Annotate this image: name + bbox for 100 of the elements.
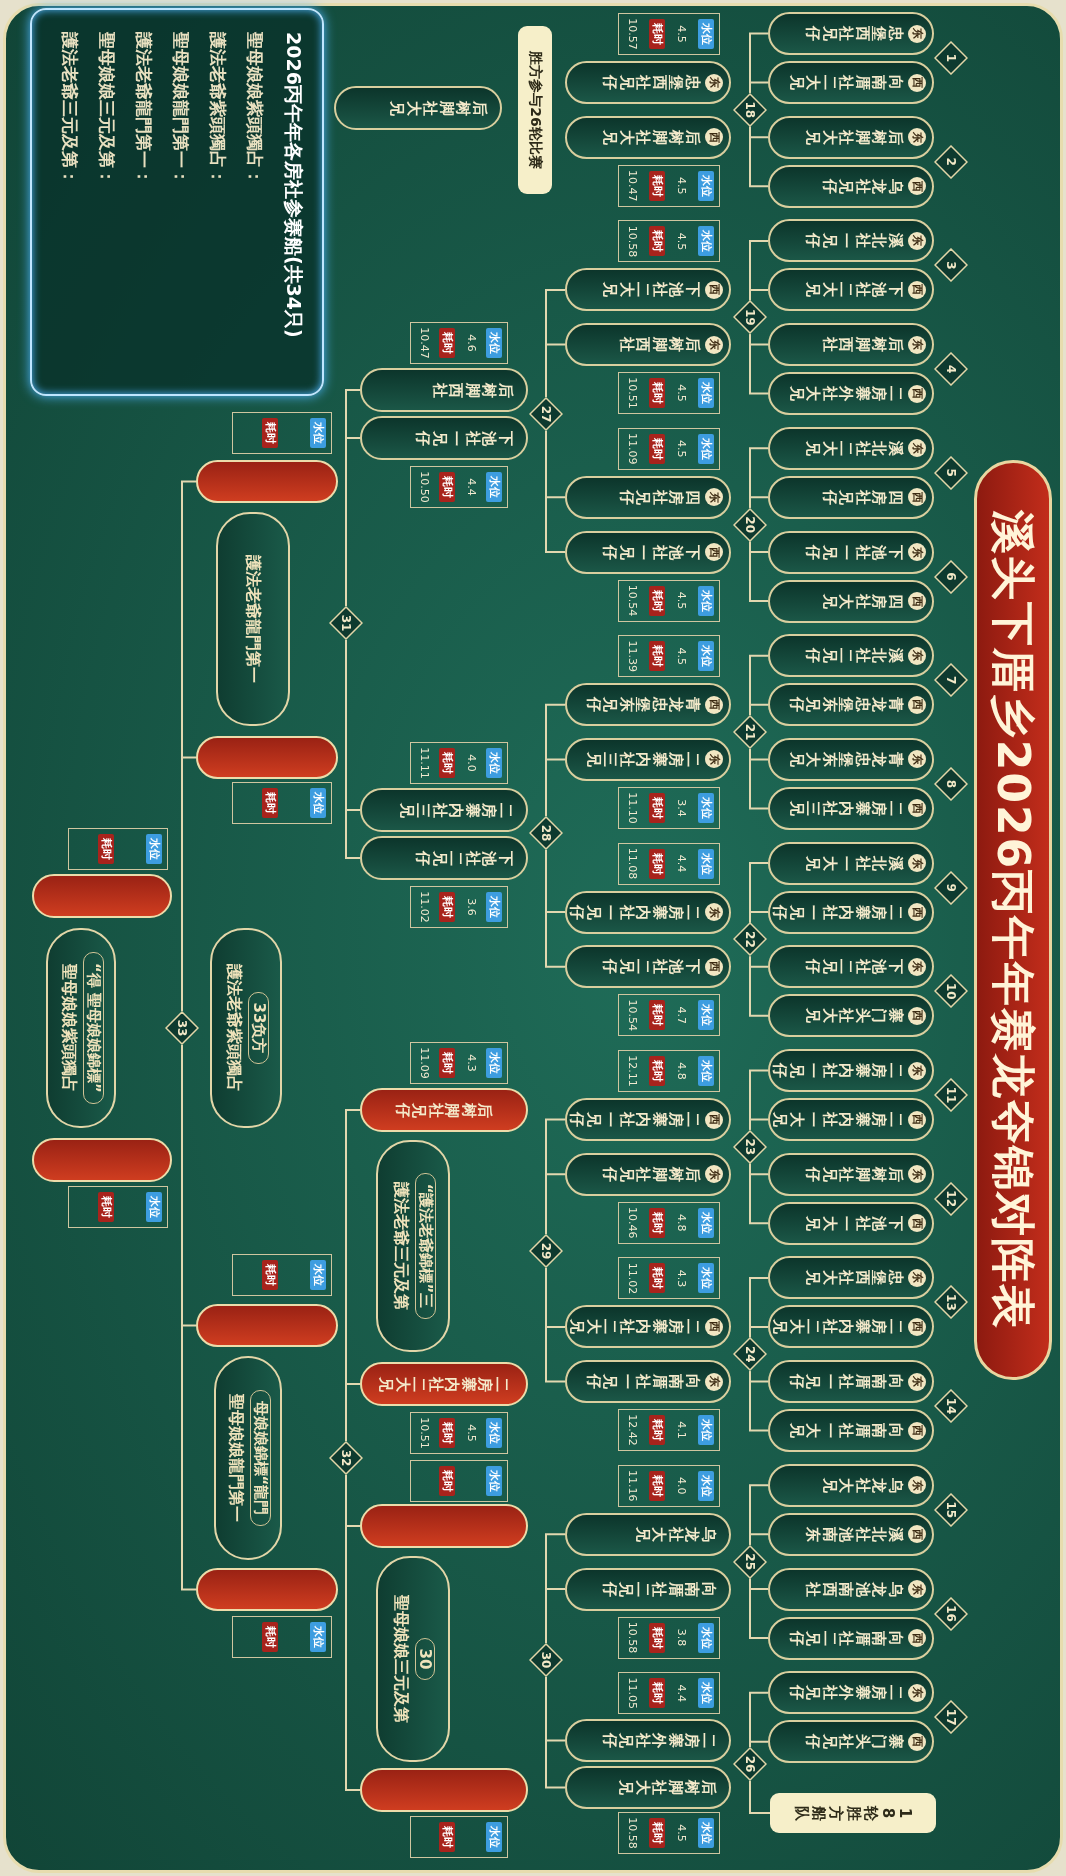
water-level-value: 4.5 (674, 25, 690, 43)
team-box (565, 323, 731, 367)
team-box (565, 890, 731, 934)
team-name: 二房寨内社三兄 (788, 800, 904, 816)
team-name: 二房寨内社二大兄 (569, 1319, 701, 1335)
trophy-placard (376, 1556, 450, 1762)
team-box (768, 1512, 934, 1556)
match-number-diamond (934, 352, 968, 387)
side-badge: 东 (705, 1165, 723, 1184)
placard-text: “護法老爺錦標”三 (415, 1172, 436, 1320)
match-number-diamond (934, 870, 968, 905)
team-box (565, 945, 731, 989)
time-value: 11.05 (625, 1677, 641, 1709)
stats-table (618, 1050, 720, 1092)
time-value: 11.39 (625, 640, 641, 672)
time-value: 10.47 (625, 169, 641, 202)
placard-text: 33负方 (248, 991, 269, 1065)
time-label: 耗时 (262, 1260, 278, 1290)
team-box (768, 579, 934, 623)
team-box (565, 268, 731, 312)
match-number: 1 (943, 52, 959, 65)
side-badge: 西 (908, 799, 926, 818)
team-name: 后树脚社大兄 (602, 129, 701, 145)
stats-table (410, 1412, 508, 1454)
side-badge: 西 (908, 384, 926, 403)
match-number: 16 (943, 1604, 959, 1624)
water-level-label: 水位 (146, 1192, 162, 1222)
match-number: 4 (943, 363, 959, 376)
time-value: 11.09 (416, 1047, 432, 1079)
stats-table (618, 1616, 720, 1659)
match-number-diamond (934, 766, 968, 801)
bracket-line (545, 1676, 566, 1789)
match-number: 3 (943, 260, 959, 272)
team-name: 青龙忠堡东兄仔 (788, 697, 904, 713)
bracket-line (749, 748, 769, 810)
placard-text: 聖母娘娘紫頭獨占 (59, 964, 79, 1092)
water-level-value: 3.8 (674, 1628, 690, 1647)
water-level-label: 水位 (486, 472, 503, 502)
time-value: 11.09 (625, 433, 641, 465)
result-box (360, 1362, 528, 1406)
match-number-diamond (329, 606, 363, 640)
match-number-diamond (934, 1389, 968, 1424)
panel-line: 護法老爺紫頭獨占： (207, 32, 229, 187)
team-box (768, 372, 934, 416)
stats-table (618, 786, 720, 829)
bracket-line (545, 1267, 566, 1383)
team-name: 向南厝社一大兄 (788, 1423, 904, 1439)
team-box (768, 786, 934, 830)
team-name: 二房寨内社二大兄 (772, 1319, 904, 1335)
side-badge: 西 (908, 903, 926, 922)
stats-table (410, 466, 508, 508)
water-level-label: 水位 (310, 418, 326, 448)
water-level-value: 4.4 (674, 854, 690, 873)
water-level-label: 水位 (486, 1418, 503, 1448)
bracket-line (345, 1383, 361, 1442)
placard-text: 護法老爺紫頭獨占 (224, 964, 244, 1092)
team-name: 二房寨外社兄仔 (601, 1733, 717, 1748)
side-badge: 西 (705, 280, 723, 299)
side-badge: 东 (705, 73, 723, 92)
match-number: 21 (742, 722, 758, 743)
team-name: 二房寨内社一兄仔 (569, 904, 701, 920)
team-name: 二房寨内社一兄仔 (569, 1112, 701, 1127)
match-number: 26 (742, 1754, 758, 1775)
team-box (565, 1719, 731, 1762)
water-level-value: 4.6 (463, 334, 479, 352)
team-box (768, 890, 934, 934)
team-box (768, 1098, 934, 1141)
team-box (360, 416, 528, 460)
bracket-line (749, 703, 769, 717)
match-number-diamond (934, 974, 968, 1009)
team-name: 乌龙池南西社 (805, 1581, 904, 1597)
time-label: 耗时 (98, 834, 114, 864)
team-box (565, 1152, 731, 1196)
note-text: 18轮胜方船队 (792, 1804, 914, 1823)
time-value: 10.54 (625, 999, 641, 1032)
match-number-diamond (529, 816, 563, 850)
bracket-line (749, 125, 769, 188)
match-number: 17 (943, 1707, 959, 1728)
water-level-label: 水位 (486, 1822, 503, 1852)
time-value: 10.50 (416, 471, 432, 503)
panel-line: 聖母娘娘龍門第一： (170, 32, 192, 187)
match-number-diamond (529, 1643, 563, 1677)
side-badge: 东 (908, 1580, 926, 1598)
water-level-label: 水位 (486, 892, 503, 922)
stats-table (232, 412, 332, 454)
side-badge: 西 (908, 280, 926, 299)
team-name: 溪北社一兄仔 (805, 233, 904, 249)
trophy-placard (210, 928, 282, 1128)
team-box (565, 1360, 731, 1404)
side-badge: 西 (705, 1110, 723, 1129)
time-value: 10.57 (625, 18, 641, 50)
team-box (768, 164, 934, 208)
team-name: 忠堡西社兄仔 (805, 26, 904, 41)
side-badge: 东 (908, 1476, 926, 1495)
time-value: 11.11 (416, 747, 432, 779)
match-number: 12 (943, 1189, 959, 1210)
stats-table (410, 322, 508, 364)
result-box (360, 1088, 528, 1132)
match-number-diamond (733, 1544, 767, 1579)
team-box (768, 323, 934, 367)
